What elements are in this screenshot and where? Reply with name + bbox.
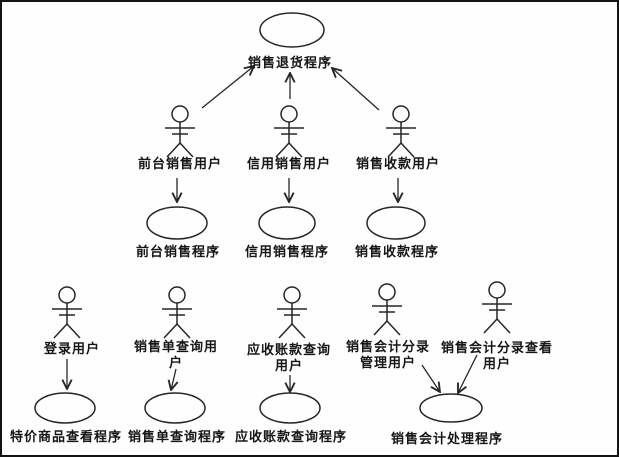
use-case-front-desk-sales-program	[146, 206, 208, 240]
association-arrow-entrymgmt-to-processing	[421, 364, 440, 392]
actor-accounts-receivable-query-user	[276, 286, 308, 339]
actor-label-accounts-receivable-query-user: 应收账款查询 用户	[246, 343, 332, 375]
use-case-sales-order-query-program	[144, 392, 206, 424]
use-case-label-sales-return: 销售退货程序	[247, 56, 333, 71]
association-arrow-collection-to-return	[332, 68, 380, 111]
actor-label-front-desk-sales-user: 前台销售用户	[137, 157, 223, 172]
use-case-sales-collection-program	[366, 206, 426, 240]
association-arrow-frontdesk-to-return	[201, 66, 254, 109]
actor-label-login-user: 登录用户	[43, 342, 101, 357]
use-case-label-sales-accounting-processing: 销售会计处理程序	[390, 432, 504, 447]
use-case-special-price-view-program	[34, 392, 96, 424]
actor-label-credit-sales-user: 信用销售用户	[246, 157, 332, 172]
actor-sales-collection-user	[385, 105, 417, 158]
use-case-sales-return-program	[259, 12, 325, 48]
actor-label-sales-accounting-entry-mgmt-user: 销售会计分录 管理用户	[345, 340, 431, 372]
association-arrow-entryview-to-processing	[458, 354, 478, 393]
actor-sales-accounting-entry-mgmt-user	[371, 283, 403, 336]
actor-login-user	[51, 286, 83, 339]
actor-sales-order-query-user	[161, 286, 193, 339]
actor-front-desk-sales-user	[164, 105, 196, 158]
actor-sales-accounting-entry-view-user	[481, 281, 513, 334]
association-arrow-orderquery-user-to-program	[171, 368, 176, 390]
use-case-credit-sales-program	[258, 206, 316, 240]
use-case-label-special-price-view: 特价商品查看程序	[9, 430, 123, 445]
actor-label-sales-order-query-user: 销售单查询用 户	[133, 340, 219, 372]
actor-label-sales-accounting-entry-view-user: 销售会计分录查看用户	[440, 341, 553, 373]
use-case-sales-accounting-processing-program	[419, 393, 483, 423]
use-case-label-sales-order-query: 销售单查询程序	[127, 430, 227, 445]
use-case-label-sales-collection: 销售收款程序	[354, 245, 440, 260]
actor-credit-sales-user	[273, 105, 305, 158]
use-case-accounts-receivable-query-program	[259, 392, 321, 424]
use-case-label-accounts-receivable-query: 应收账款查询程序	[234, 430, 348, 445]
use-case-label-front-desk-sales: 前台销售程序	[135, 245, 221, 260]
use-case-label-credit-sales: 信用销售程序	[244, 245, 330, 260]
actor-label-sales-collection-user: 销售收款用户	[355, 157, 441, 172]
